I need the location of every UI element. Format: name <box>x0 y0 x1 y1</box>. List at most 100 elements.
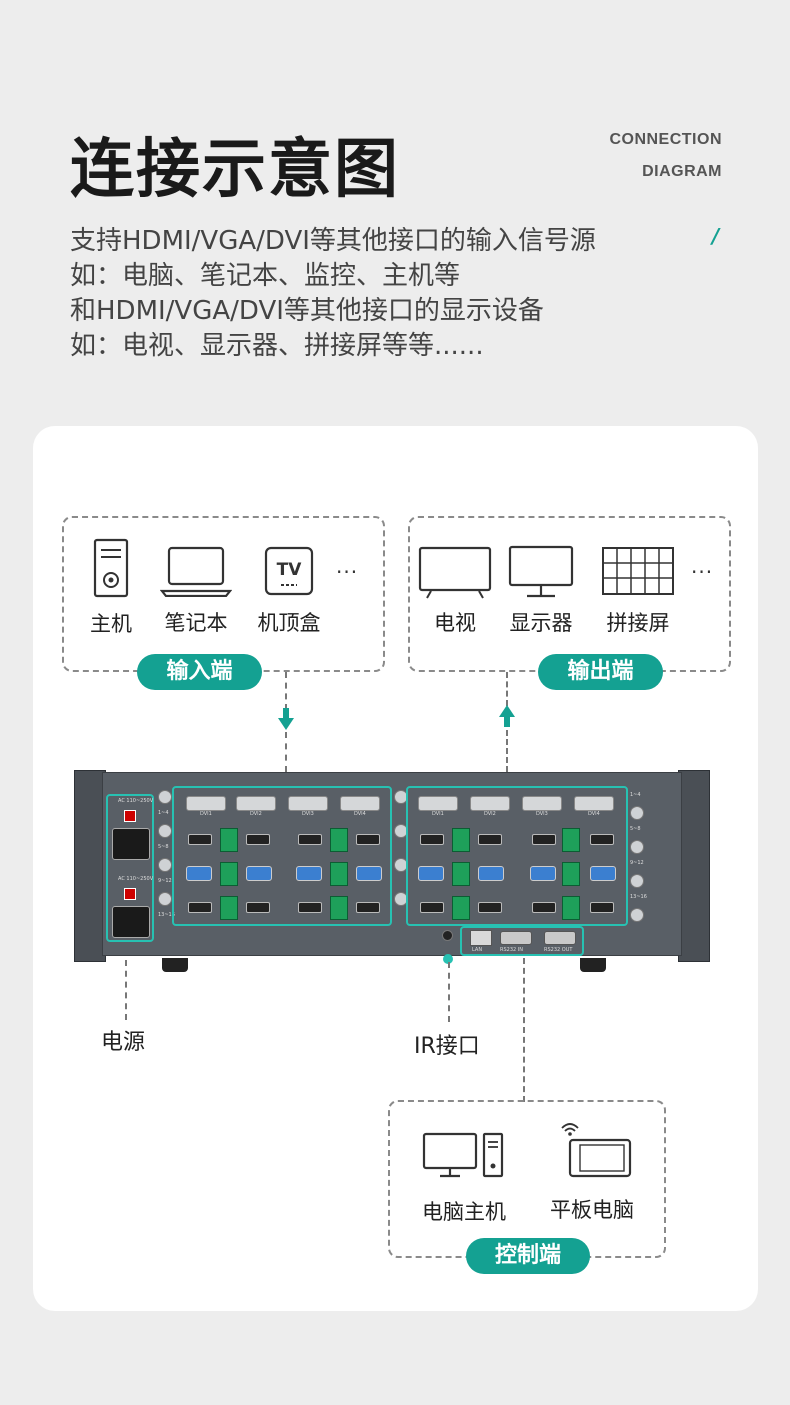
device-label: 电视 <box>434 611 476 635</box>
description-line: 和HDMI/VGA/DVI等其他接口的显示设备 <box>70 296 544 326</box>
hdmi-port <box>188 902 212 913</box>
audio-terminal <box>562 862 580 886</box>
description-line: 如：电脑、笔记本、监控、主机等 <box>70 261 461 291</box>
power-connector-line <box>125 960 127 1020</box>
device-label: 显示器 <box>509 611 573 635</box>
screw-knob <box>158 824 172 838</box>
output-connector-line <box>506 672 508 706</box>
device-foot <box>162 958 188 972</box>
more-dots: ··· <box>691 560 714 584</box>
vga-port <box>590 866 616 881</box>
dvi-port <box>418 796 458 811</box>
device-label: 主机 <box>90 612 132 636</box>
row-label: 5~8 <box>630 826 641 832</box>
hdmi-port <box>246 902 270 913</box>
hdmi-port <box>590 902 614 913</box>
rs232-in-label: RS232 IN <box>500 947 523 953</box>
output-cards-highlight <box>406 786 628 926</box>
hdmi-port <box>298 902 322 913</box>
screw-knob <box>630 908 644 922</box>
hdmi-port <box>478 834 502 845</box>
vga-port <box>356 866 382 881</box>
arrow-up-icon <box>499 705 515 727</box>
description: 支持HDMI/VGA/DVI等其他接口的输入信号源 如：电脑、笔记本、监控、主机… <box>70 224 596 364</box>
laptop-icon <box>159 546 233 598</box>
arrow-down-icon <box>278 708 294 730</box>
dvi-label: DVI1 <box>200 811 212 817</box>
device-label: 电脑主机 <box>422 1200 506 1224</box>
ir-label: IR接口 <box>414 1034 480 1059</box>
row-label: 9~12 <box>158 878 172 884</box>
row-label: 9~12 <box>630 860 644 866</box>
power-module-highlight <box>106 794 154 942</box>
hdmi-port <box>246 834 270 845</box>
audio-terminal <box>452 896 470 920</box>
device-monitor: 显示器 <box>503 545 579 637</box>
vga-port <box>246 866 272 881</box>
screw-knob <box>158 790 172 804</box>
hdmi-port <box>420 902 444 913</box>
ir-connector-line <box>448 962 450 1022</box>
power-switch[interactable] <box>124 888 136 900</box>
vga-port <box>296 866 322 881</box>
row-label: 13~16 <box>158 912 175 918</box>
screw-knob <box>630 840 644 854</box>
power-label: 电源 <box>101 1030 146 1055</box>
hdmi-port <box>532 902 556 913</box>
audio-terminal <box>562 896 580 920</box>
hdmi-port <box>478 902 502 913</box>
monitor-icon <box>508 545 574 598</box>
device-label: 平板电脑 <box>550 1198 634 1222</box>
tv-box-icon: TV <box>264 546 314 596</box>
screw-knob <box>630 874 644 888</box>
video-wall-icon <box>602 547 674 595</box>
dvi-port <box>470 796 510 811</box>
more-dots: ··· <box>336 560 359 584</box>
english-title-line2: DIAGRAM <box>642 163 722 180</box>
control-connector-line <box>523 958 525 1102</box>
hdmi-port <box>356 834 380 845</box>
row-label: 1~4 <box>630 792 641 798</box>
rs232-out-port <box>544 931 576 945</box>
dvi-port <box>186 796 226 811</box>
control-label-pill: 控制端 <box>466 1238 590 1274</box>
hdmi-port <box>590 834 614 845</box>
rs232-out-label: RS232 OUT <box>544 947 573 953</box>
power-ac-label: AC 110~250V <box>118 798 154 804</box>
vga-port <box>186 866 212 881</box>
ir-marker-dot <box>443 954 453 964</box>
screw-knob <box>630 806 644 820</box>
ir-port <box>442 930 453 941</box>
output-label-pill: 输出端 <box>538 654 663 690</box>
audio-terminal <box>452 862 470 886</box>
power-socket <box>112 828 150 860</box>
audio-terminal <box>330 862 348 886</box>
dvi-port <box>340 796 380 811</box>
lan-port <box>470 930 492 946</box>
power-ac-label: AC 110~250V <box>118 876 154 882</box>
screw-knob <box>158 858 172 872</box>
input-connector-line <box>285 732 287 772</box>
rack-ear-right <box>678 770 710 962</box>
input-label-pill: 输入端 <box>137 654 262 690</box>
audio-terminal <box>452 828 470 852</box>
desktop-computer-icon <box>422 1132 504 1178</box>
audio-terminal <box>220 828 238 852</box>
audio-terminal <box>220 862 238 886</box>
dvi-label: DVI3 <box>536 811 548 817</box>
device-desktop-pc: 电脑主机 <box>412 1130 516 1226</box>
device-tv: 电视 <box>415 545 495 637</box>
vga-port <box>478 866 504 881</box>
row-label: 5~8 <box>158 844 169 850</box>
dvi-label: DVI1 <box>432 811 444 817</box>
power-switch[interactable] <box>124 810 136 822</box>
accent-slash: / <box>712 224 720 248</box>
audio-terminal <box>562 828 580 852</box>
device-label: 拼接屏 <box>606 611 670 635</box>
vga-port <box>418 866 444 881</box>
dvi-port <box>288 796 328 811</box>
english-title-line1: CONNECTION <box>609 131 722 148</box>
control-ports-highlight <box>460 926 584 956</box>
dvi-port <box>236 796 276 811</box>
dvi-label: DVI3 <box>302 811 314 817</box>
